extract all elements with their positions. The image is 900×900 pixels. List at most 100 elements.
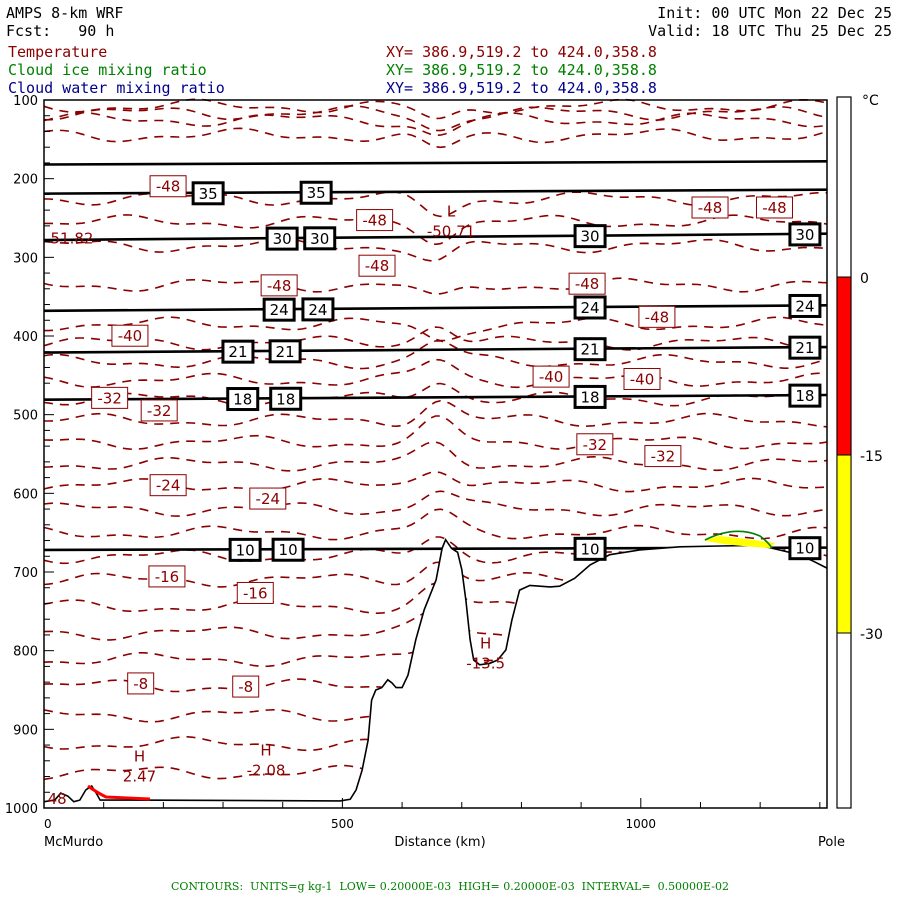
temperature-label-box bbox=[249, 487, 287, 510]
temperature-label-box bbox=[623, 367, 661, 390]
xy-cloud-water: XY= 386.9,519.2 to 424.0,358.8 bbox=[386, 79, 657, 97]
temperature-label-box bbox=[644, 445, 682, 468]
y-tick-label: 700 bbox=[13, 566, 38, 581]
contour-label-box bbox=[301, 297, 335, 322]
temperature-label-box bbox=[532, 365, 570, 388]
contour-label: 30 bbox=[310, 230, 329, 248]
x-tick-label: 1000 bbox=[626, 817, 657, 831]
terrain-fill bbox=[44, 539, 827, 808]
x-end-label: Pole bbox=[818, 835, 845, 850]
temperature-label: -48 bbox=[156, 178, 181, 196]
contour-label: 18 bbox=[795, 387, 814, 405]
contour-label-box bbox=[573, 224, 607, 249]
contours-footer: CONTOURS: UNITS=g kg-1 LOW= 0.20000E-03 … bbox=[170, 880, 730, 893]
temperature-label-box bbox=[568, 272, 606, 295]
isotherm-line bbox=[43, 105, 828, 132]
temperature-label: -48 bbox=[267, 277, 292, 295]
temperature-label: -48 bbox=[575, 275, 600, 293]
contour-label: 24 bbox=[795, 297, 814, 315]
contour-label-box bbox=[228, 537, 262, 562]
field-cloud-ice: Cloud ice mixing ratio bbox=[8, 61, 207, 79]
temperature-label: -32 bbox=[583, 436, 608, 454]
cloud-contours bbox=[87, 530, 775, 801]
isotherm-line bbox=[43, 98, 828, 120]
valid-time: Valid: 18 UTC Thu 25 Dec 25 bbox=[648, 22, 892, 40]
y-tick-label: 300 bbox=[13, 251, 38, 266]
extremum-marker: H bbox=[260, 741, 271, 759]
y-tick-label: 900 bbox=[13, 723, 38, 738]
contour-line-30 bbox=[43, 232, 828, 242]
isotherm-line bbox=[43, 340, 828, 370]
isotherm-line bbox=[43, 536, 828, 565]
isotherm-line bbox=[43, 111, 828, 137]
x-tick-label: 0 bbox=[44, 817, 52, 831]
contour-label: 35 bbox=[199, 185, 218, 203]
y-tick-label: 200 bbox=[13, 173, 38, 188]
contour-line-24 bbox=[43, 304, 828, 313]
x-tick-label: 500 bbox=[331, 817, 354, 831]
contour-label: 30 bbox=[273, 230, 292, 248]
temperature-label: -48 bbox=[362, 212, 387, 230]
contour-label-box bbox=[191, 181, 225, 206]
contour-label-box bbox=[788, 536, 822, 561]
contour-label-box bbox=[788, 335, 822, 360]
contour-label-box bbox=[573, 384, 607, 409]
contour-label: 35 bbox=[307, 184, 326, 202]
contour-label: 21 bbox=[581, 341, 600, 359]
contour-label-box bbox=[573, 536, 607, 561]
isotherm-line bbox=[43, 326, 828, 351]
extremum-value: -13.5 bbox=[466, 654, 505, 672]
temperature-label: -24 bbox=[156, 477, 181, 495]
cloud-ice-fill bbox=[703, 536, 775, 548]
y-tick-label: 400 bbox=[13, 330, 38, 345]
x-start-label: McMurdo bbox=[44, 835, 103, 850]
temperature-label: -48 bbox=[698, 199, 723, 217]
field-temperature: Temperature bbox=[8, 43, 108, 61]
colorbar-label: -30 bbox=[860, 627, 883, 643]
isotherm-line bbox=[44, 316, 828, 342]
init-time: Init: 00 UTC Mon 22 Dec 25 bbox=[657, 4, 892, 22]
isotherm-line bbox=[44, 399, 828, 428]
temperature-label-box bbox=[638, 305, 676, 328]
temperature-label-box bbox=[91, 386, 129, 409]
isotherm-line bbox=[43, 441, 828, 472]
temperature-label: -40 bbox=[630, 370, 655, 388]
contour-label-box bbox=[303, 226, 337, 251]
cloud-ice-contour bbox=[704, 530, 773, 549]
extremum-value: -50.71 bbox=[427, 223, 475, 241]
contour-label: 21 bbox=[276, 343, 295, 361]
temperature-label: -48 bbox=[365, 257, 390, 275]
contour-label: 21 bbox=[795, 339, 814, 357]
contour-label: 24 bbox=[581, 299, 600, 317]
colorbar: °C0-15-30 bbox=[836, 93, 883, 809]
temperature-label: -40 bbox=[539, 368, 564, 386]
terrain-line bbox=[43, 538, 828, 803]
contour-label: 24 bbox=[308, 301, 327, 319]
contour-label-box bbox=[268, 339, 302, 364]
extremum-marker: L bbox=[447, 203, 456, 221]
isotherm-line bbox=[43, 358, 828, 389]
extremum-value: 51.82 bbox=[51, 230, 94, 248]
y-tick-label: 1000 bbox=[5, 802, 38, 817]
isotherm-line bbox=[43, 508, 828, 541]
contour-label-box bbox=[221, 339, 255, 364]
y-tick-label: 500 bbox=[13, 409, 38, 424]
colorbar-unit: °C bbox=[862, 93, 879, 109]
x-axis-label: Distance (km) bbox=[394, 835, 485, 850]
contour-label: 10 bbox=[581, 540, 600, 558]
temperature-label-box bbox=[358, 254, 396, 277]
colorbar-label: 0 bbox=[860, 271, 869, 287]
temperature-label: -40 bbox=[118, 327, 143, 345]
temperature-label-box bbox=[127, 672, 155, 695]
contour-label-box bbox=[265, 226, 299, 251]
contour-label: 18 bbox=[276, 390, 295, 408]
isotherm-line bbox=[43, 127, 828, 149]
xy-temperature: XY= 386.9,519.2 to 424.0,358.8 bbox=[386, 43, 657, 61]
extremum-marker: H bbox=[134, 748, 145, 766]
contour-label-box bbox=[271, 537, 305, 562]
contour-label-box bbox=[573, 337, 607, 362]
isotherm-line bbox=[43, 277, 828, 295]
